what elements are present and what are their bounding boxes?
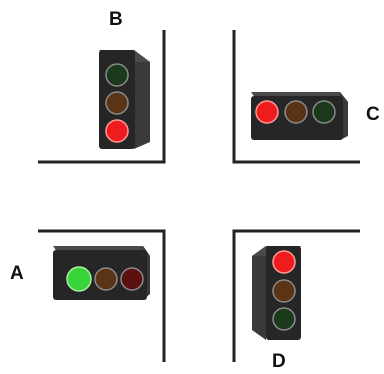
road-edge-bottom-right: [232, 229, 360, 362]
traffic-light-d: [252, 246, 301, 340]
housing-side: [134, 50, 150, 149]
traffic-light-a: [53, 246, 150, 300]
traffic-light-c: [251, 92, 348, 140]
lamp-amber: [272, 279, 296, 303]
lamp-red: [120, 267, 144, 291]
road-edges: [38, 30, 360, 362]
lamp-green: [272, 307, 296, 331]
label-c: C: [366, 104, 380, 125]
housing-side: [252, 246, 266, 340]
lamp-green: [312, 100, 336, 124]
label-b: B: [109, 9, 123, 30]
lamp-red: [105, 119, 129, 143]
traffic-light-b: [99, 50, 150, 149]
label-d: D: [272, 351, 286, 372]
lamp-green: [66, 266, 92, 292]
lamp-red: [272, 250, 296, 274]
road-edge-top-left: [38, 30, 166, 164]
road-edge-top-right: [232, 30, 360, 164]
label-a: A: [10, 263, 24, 284]
lamp-amber: [284, 100, 308, 124]
lamp-amber: [94, 267, 118, 291]
lamp-green: [105, 63, 129, 87]
lamp-amber: [105, 91, 129, 115]
road-edge-bottom-left: [38, 229, 166, 362]
lamp-red: [255, 100, 279, 124]
